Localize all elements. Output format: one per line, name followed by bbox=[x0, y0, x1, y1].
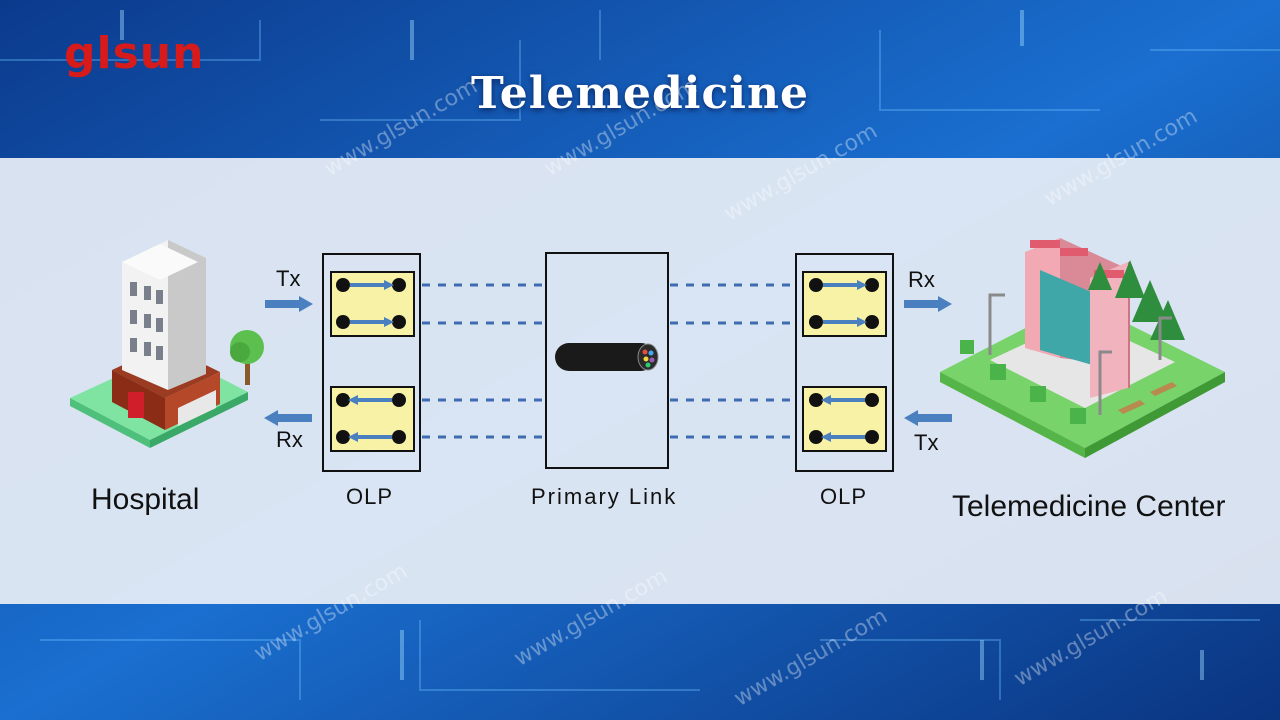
primary-link-frame bbox=[545, 252, 669, 469]
page-title: Telemedicine bbox=[471, 68, 809, 119]
primary-link-label: Primary Link bbox=[531, 484, 678, 509]
center-rx-arrow bbox=[904, 296, 952, 312]
hospital-tx-label: Tx bbox=[276, 266, 301, 291]
hospital-label: Hospital bbox=[91, 483, 200, 516]
telemedicine-center-label: Telemedicine Center bbox=[952, 490, 1226, 523]
center-rx-label: Rx bbox=[908, 267, 935, 292]
olp-left-module-top bbox=[330, 271, 415, 337]
fiber-dashed-lines bbox=[422, 283, 794, 439]
center-tx-label: Tx bbox=[914, 430, 939, 455]
hospital-rx-arrow bbox=[264, 410, 312, 426]
hospital-rx-label: Rx bbox=[276, 427, 303, 452]
brand-logo: glsun bbox=[64, 28, 205, 79]
olp-left-label: OLP bbox=[346, 484, 394, 509]
center-tx-arrow bbox=[904, 410, 952, 426]
olp-left-module-bottom bbox=[330, 386, 415, 452]
olp-left-frame bbox=[322, 253, 421, 472]
olp-right-module-bottom bbox=[802, 386, 887, 452]
hospital-icon bbox=[70, 240, 264, 448]
olp-right-label: OLP bbox=[820, 484, 868, 509]
fiber-cable-icon bbox=[555, 343, 659, 371]
olp-right-module-top bbox=[802, 271, 887, 337]
olp-right-frame bbox=[795, 253, 894, 472]
telemedicine-center-icon bbox=[940, 238, 1225, 458]
hospital-tx-arrow bbox=[265, 296, 313, 312]
